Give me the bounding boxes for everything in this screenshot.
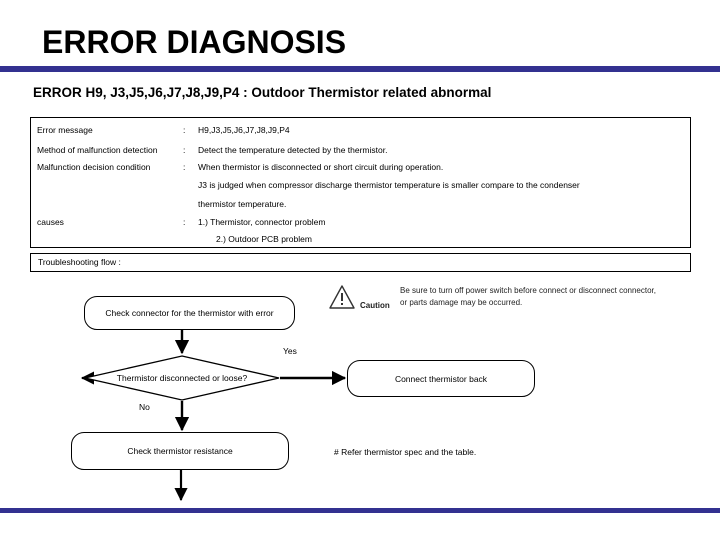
- info-label-causes: causes: [37, 217, 64, 227]
- error-info-table: Error message : H9,J3,J5,J6,J7,J8,J9,P4 …: [30, 117, 691, 248]
- info-separator-0: :: [183, 125, 186, 135]
- info-separator-1: :: [183, 145, 186, 155]
- info-label-error-message: Error message: [37, 125, 93, 135]
- branch-label-no: No: [139, 402, 150, 412]
- info-label-decision-condition: Malfunction decision condition: [37, 162, 151, 172]
- flow-node-check-connector[interactable]: Check connector for the thermistor with …: [84, 296, 295, 330]
- info-separator-causes: :: [183, 217, 186, 227]
- header-divider-top: [0, 66, 720, 72]
- branch-label-yes: Yes: [283, 346, 297, 356]
- flow-node-check-resistance[interactable]: Check thermistor resistance: [71, 432, 289, 470]
- flow-node-decision-label: Thermistor disconnected or loose?: [116, 373, 248, 383]
- flow-note: # Refer thermistor spec and the table.: [334, 447, 477, 457]
- troubleshooting-flow-label: Troubleshooting flow :: [38, 257, 121, 267]
- caution-notice: Caution Be sure to turn off power switch…: [328, 283, 688, 319]
- info-value-decision-condition: When thermistor is disconnected or short…: [198, 162, 444, 172]
- info-continuation-line-2: thermistor temperature.: [198, 199, 287, 209]
- info-label-detection-method: Method of malfunction detection: [37, 145, 158, 155]
- flow-node-decision[interactable]: Thermistor disconnected or loose?: [84, 355, 280, 401]
- error-subtitle: ERROR H9, J3,J5,J6,J7,J8,J9,P4 : Outdoor…: [33, 85, 492, 100]
- flow-node-connect-thermistor-back[interactable]: Connect thermistor back: [347, 360, 535, 397]
- caution-text-line-1: Be sure to turn off power switch before …: [400, 286, 656, 295]
- caution-word: Caution: [360, 301, 390, 310]
- info-value-detection-method: Detect the temperature detected by the t…: [198, 145, 388, 155]
- info-cause-item-2: 2.) Outdoor PCB problem: [216, 234, 312, 244]
- flow-node-check-connector-label: Check connector for the thermistor with …: [105, 308, 274, 318]
- info-continuation-line-1: J3 is judged when compressor discharge t…: [198, 180, 580, 190]
- caution-text-line-2: or parts damage may be occurred.: [400, 298, 523, 307]
- footer-divider-bottom: [0, 508, 720, 513]
- flow-node-check-resistance-label: Check thermistor resistance: [127, 446, 233, 456]
- page-title: ERROR DIAGNOSIS: [42, 24, 347, 60]
- info-separator-2: :: [183, 162, 186, 172]
- caution-text: Be sure to turn off power switch before …: [400, 285, 656, 309]
- info-value-error-message: H9,J3,J5,J6,J7,J8,J9,P4: [198, 125, 290, 135]
- info-cause-item-1: 1.) Thermistor, connector problem: [198, 217, 326, 227]
- flow-node-connect-back-label: Connect thermistor back: [394, 373, 488, 384]
- warning-triangle-icon: [328, 284, 356, 315]
- troubleshooting-flow-header: Troubleshooting flow :: [30, 253, 691, 272]
